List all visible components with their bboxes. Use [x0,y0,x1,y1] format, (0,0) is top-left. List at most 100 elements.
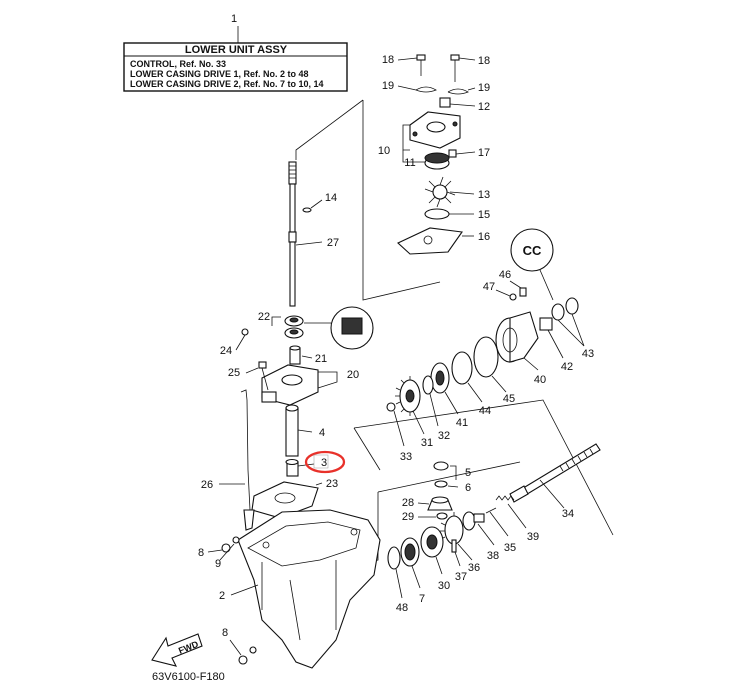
callout-36: 36 [468,562,480,574]
pin-17 [448,149,457,158]
o-ring-15 [424,208,450,220]
callout-27: 27 [327,237,339,249]
callout-15: 15 [478,209,490,221]
callout-12: 12 [478,101,490,113]
callout-47: 47 [483,281,495,293]
callout-20: 20 [347,369,359,381]
callout-29: 29 [402,511,414,523]
callout-4: 4 [319,427,325,439]
pin-37 [451,539,457,553]
callout-3[interactable]: 3 [321,457,327,469]
callout-14: 14 [325,192,337,204]
drive-shaft-27 [288,161,297,307]
callout-39: 39 [527,531,539,543]
bolt-18-right [450,54,460,82]
callout-19-left: 19 [382,80,394,92]
gasket-9 [232,536,240,544]
grommet-12 [439,97,451,108]
bolt-25 [258,361,269,391]
propeller-shaft-34 [509,443,601,503]
water-tube-4 [285,404,299,457]
shim-5 [433,461,449,471]
screw-8-lower [238,655,248,665]
callout-10: 10 [378,145,390,157]
callout-37: 37 [455,571,467,583]
washer-47 [509,293,517,301]
label-box-line-1: CONTROL, Ref. No. 33 [130,59,226,69]
clip-19-right [447,88,469,95]
fwd-arrow-icon: FWD [151,633,203,667]
callout-22: 22 [258,311,270,323]
grease-cc-label: CC [523,243,542,258]
propeller-shaft-housing-40 [495,311,539,363]
screw-8-upper [221,543,231,553]
callout-45: 45 [503,393,515,405]
callout-6: 6 [465,482,471,494]
callout-28: 28 [402,497,414,509]
callout-23: 23 [326,478,338,490]
callout-8-lower: 8 [222,627,228,639]
washer-6 [434,480,448,488]
callout-21: 21 [315,353,327,365]
spring-39 [495,495,515,501]
grease-cc-icon: CC [510,228,554,301]
reverse-gear-31 [395,376,421,416]
bolt-18-left [416,54,426,76]
callout-31: 31 [421,437,433,449]
callout-11: 11 [404,157,415,169]
shift-rod-26 [240,389,255,531]
callout-30: 30 [438,580,450,592]
callout-32: 32 [438,430,450,442]
callout-46: 46 [499,269,511,281]
callout-34: 34 [562,508,574,520]
bolt-46 [519,287,527,297]
highlight-ring [304,450,346,474]
callout-18-left: 18 [382,54,394,66]
callout-8-upper: 8 [198,547,204,559]
callout-44: 44 [479,405,491,417]
callout-13: 13 [478,189,490,201]
label-box-title: LOWER UNIT ASSY [185,44,288,56]
clip-19-left [415,86,437,93]
bushing-42 [539,317,553,331]
callout-42: 42 [561,361,573,373]
callout-1: 1 [231,13,237,25]
label-box-line-3: LOWER CASING DRIVE 2, Ref. No. 7 to 10, … [130,79,324,89]
callout-40: 40 [534,374,546,386]
impeller-13 [424,176,456,208]
callout-35: 35 [504,542,516,554]
outer-plate-16 [397,227,463,255]
callout-48: 48 [396,602,408,614]
drawing-code: 63V6100-F180 [152,671,225,683]
callout-16: 16 [478,231,490,243]
key-14 [302,207,312,213]
callout-18-right: 18 [478,55,490,67]
callout-9: 9 [215,558,221,570]
callout-25: 25 [228,367,240,379]
plunger-35 [485,507,497,514]
oil-seal-43b [565,297,579,315]
dog-clutch-38 [462,511,485,531]
o-ring-45 [473,336,499,378]
bearing-race-7 [400,537,420,567]
ring-33 [386,402,396,412]
nut-29 [436,512,448,520]
callout-26: 26 [201,479,213,491]
grommet-24 [241,328,249,336]
shim-32 [422,375,434,395]
callout-33: 33 [400,451,412,463]
callout-19-right: 19 [478,82,490,94]
label-box-line-2: LOWER CASING DRIVE 1, Ref. No. 2 to 48 [130,69,309,79]
oil-seal-43a [551,303,565,321]
lower-casing-2 [237,509,381,669]
callout-41: 41 [456,417,468,429]
tapered-bearing-30 [420,526,444,558]
grease-indicator-icon [304,306,374,350]
shim-48 [387,546,401,570]
callout-24: 24 [220,345,232,357]
callout-38: 38 [487,550,499,562]
callout-43: 43 [582,348,594,360]
o-ring-44 [451,351,473,385]
